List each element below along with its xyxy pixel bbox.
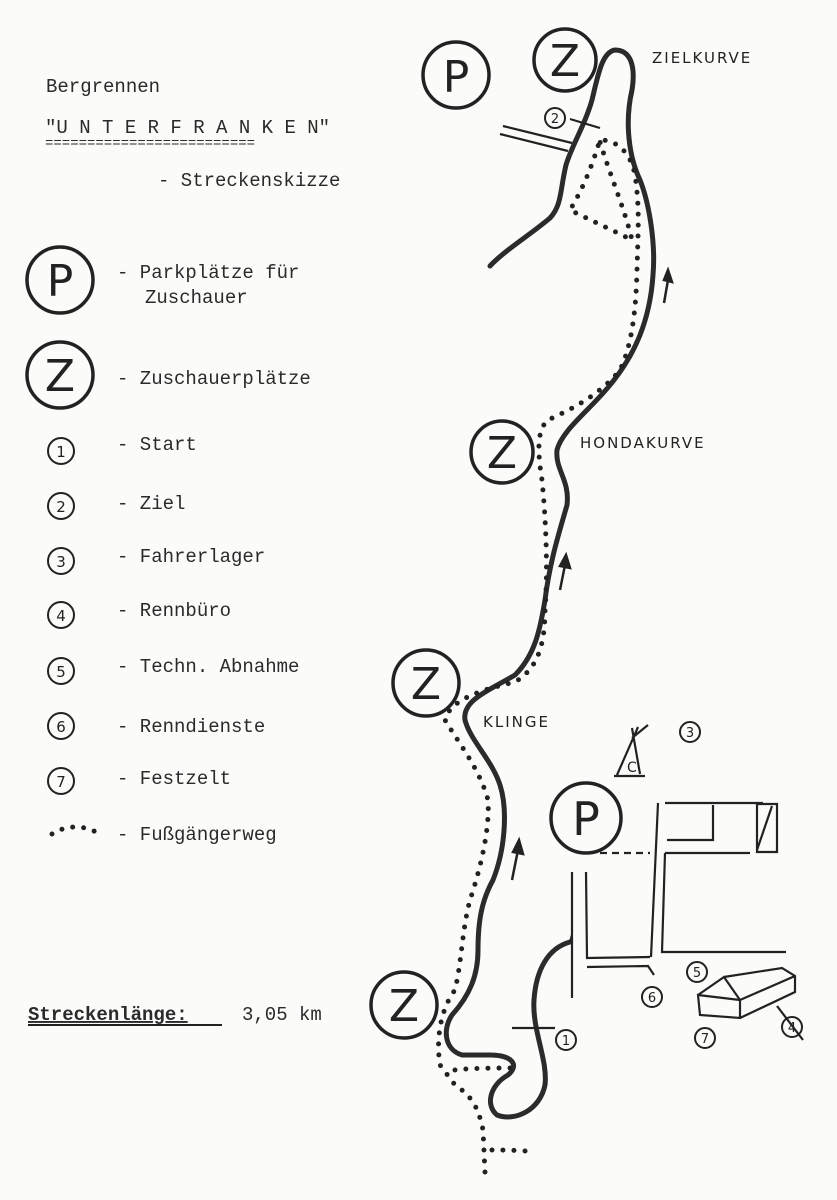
legend-item-parking: P - Parkplätze für Zuschauer <box>25 245 299 315</box>
legend-label: - Parkplätze für <box>117 262 299 284</box>
legend-label: - Renndienste <box>117 716 265 738</box>
spectator-start: Z <box>369 970 439 1040</box>
svg-text:P: P <box>572 792 600 846</box>
footpath-icon <box>49 824 103 837</box>
parking-top: P <box>421 40 491 110</box>
legend-numbered: 1 - Start 2 - Ziel 3 - Fahrerlager 4 - R… <box>47 434 299 846</box>
marker-6: 6 <box>641 986 663 1008</box>
svg-text:Z: Z <box>550 36 580 87</box>
svg-text:P: P <box>443 52 470 103</box>
number-2-icon: 2 <box>56 498 66 516</box>
svg-text:Z: Z <box>487 428 517 479</box>
marker-4: 4 <box>776 1005 804 1041</box>
legend-label: - Fahrerlager <box>117 546 265 568</box>
legend-label: - Techn. Abnahme <box>117 656 299 678</box>
title-line1: Bergrennen <box>46 76 160 98</box>
legend-label: - Rennbüro <box>117 600 231 622</box>
legend-label: - Festzelt <box>117 768 231 790</box>
spectator-zielkurve: Z <box>532 27 598 93</box>
tent-icon: C <box>614 724 649 778</box>
number-1-icon: 1 <box>56 443 66 461</box>
marker-7: 7 <box>694 1027 716 1049</box>
number-7-icon: 7 <box>56 773 66 791</box>
title-line3: - Streckenskizze <box>158 170 340 192</box>
svg-text:C: C <box>627 760 637 776</box>
svg-text:6: 6 <box>648 991 656 1006</box>
legend-label: - Fußgängerweg <box>117 824 277 846</box>
marker-1-start: 1 <box>512 1026 577 1051</box>
number-4-icon: 4 <box>56 607 66 625</box>
svg-text:2: 2 <box>551 112 559 127</box>
spectator-hondakurve: Z <box>469 419 535 485</box>
svg-text:Z: Z <box>411 659 441 710</box>
spectator-area-icon <box>25 340 95 410</box>
svg-text:Z: Z <box>45 351 75 402</box>
marker-5: 5 <box>686 961 708 983</box>
number-5-icon: 5 <box>56 663 66 681</box>
title-underline: ========================= <box>45 136 255 152</box>
svg-text:7: 7 <box>701 1032 709 1047</box>
svg-text:4: 4 <box>788 1021 796 1036</box>
length-value: 3,05 km <box>242 1004 322 1026</box>
label-klinge: KLINGE <box>483 713 550 731</box>
race-track <box>443 47 657 1120</box>
svg-text:1: 1 <box>562 1034 570 1049</box>
length-label: Streckenlänge: <box>28 1004 188 1026</box>
label-zielkurve: ZIELKURVE <box>652 49 752 67</box>
marker-3: 3 <box>679 721 701 743</box>
legend-label: - Start <box>117 434 197 456</box>
roads <box>568 801 786 998</box>
svg-text:P: P <box>47 256 74 307</box>
legend-label: - Ziel <box>117 493 185 515</box>
building-icon <box>696 966 797 1020</box>
parking-icon <box>25 245 95 315</box>
label-hondakurve: HONDAKURVE <box>580 434 706 452</box>
svg-text:3: 3 <box>686 726 694 741</box>
legend-label: Zuschauer <box>145 287 248 309</box>
number-3-icon: 3 <box>56 553 66 571</box>
spectator-klinge: Z <box>391 648 461 718</box>
title-line2: "U N T E R F R A N K E N" <box>45 117 330 139</box>
direction-arrows <box>510 266 674 881</box>
footpath <box>436 137 641 1175</box>
number-6-icon: 6 <box>56 718 66 736</box>
legend-item-spectator: Z - Zuschauerplätze <box>25 340 311 410</box>
legend-label: - Zuschauerplätze <box>117 368 311 390</box>
marker-2-finish: 2 <box>544 107 566 129</box>
legend: P - Parkplätze für Zuschauer Z - Zuschau… <box>25 245 311 846</box>
parking-bottom: P <box>549 781 623 855</box>
svg-text:5: 5 <box>693 966 701 981</box>
svg-text:Z: Z <box>389 981 419 1032</box>
